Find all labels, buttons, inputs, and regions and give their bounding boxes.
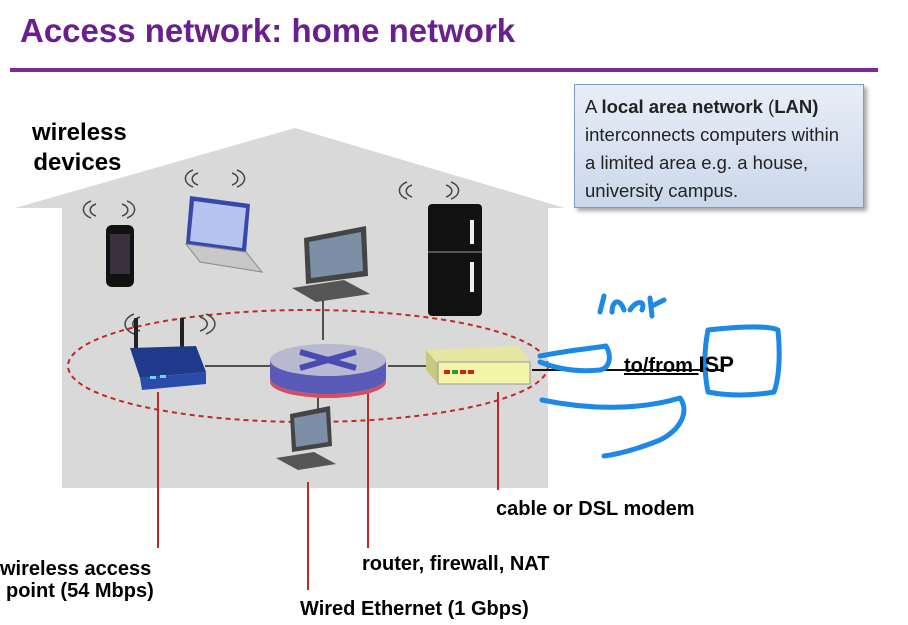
laptop-icon: [184, 196, 264, 273]
access-point-icon: [130, 318, 206, 390]
isp-label: to/from ISP: [624, 352, 734, 378]
callout-prefix: A: [585, 96, 602, 117]
access-point-line2: point (54 Mbps): [6, 580, 154, 602]
wireless-devices-line2: devices: [33, 149, 122, 176]
modem-label: cable or DSL modem: [496, 498, 695, 520]
router-label: router, firewall, NAT: [362, 553, 550, 575]
callout-mid: (: [762, 96, 775, 117]
pc-icon: [276, 406, 336, 470]
lan-callout: A local area network (LAN) interconnects…: [574, 84, 864, 208]
wireless-devices-label: wireless devices: [32, 118, 127, 178]
house-shape: [15, 128, 565, 488]
wireless-wave-icon: [82, 169, 460, 335]
modem-icon: [426, 346, 531, 385]
refrigerator-icon: [428, 204, 482, 316]
handwritten-annotation: [537, 293, 782, 459]
isp-label-right: ISP: [698, 352, 734, 377]
ethernet-label: Wired Ethernet (1 Gbps): [300, 598, 529, 620]
router-icon: [270, 344, 386, 398]
callout-bold-abbr: LAN): [774, 96, 819, 117]
wireless-devices-line1: wireless: [32, 119, 127, 146]
title-underline: [10, 68, 878, 72]
access-point-line1: wireless access: [0, 558, 152, 580]
access-point-label: wireless access point (54 Mbps): [0, 558, 154, 602]
isp-label-left: to/from: [624, 355, 699, 377]
slide-title: Access network: home network: [20, 12, 516, 49]
callout-rest: interconnects computers within a limited…: [585, 124, 839, 201]
callout-bold-term: local area network: [601, 96, 763, 117]
desktop-computer-icon: [292, 226, 370, 302]
phone-icon: [106, 225, 134, 287]
